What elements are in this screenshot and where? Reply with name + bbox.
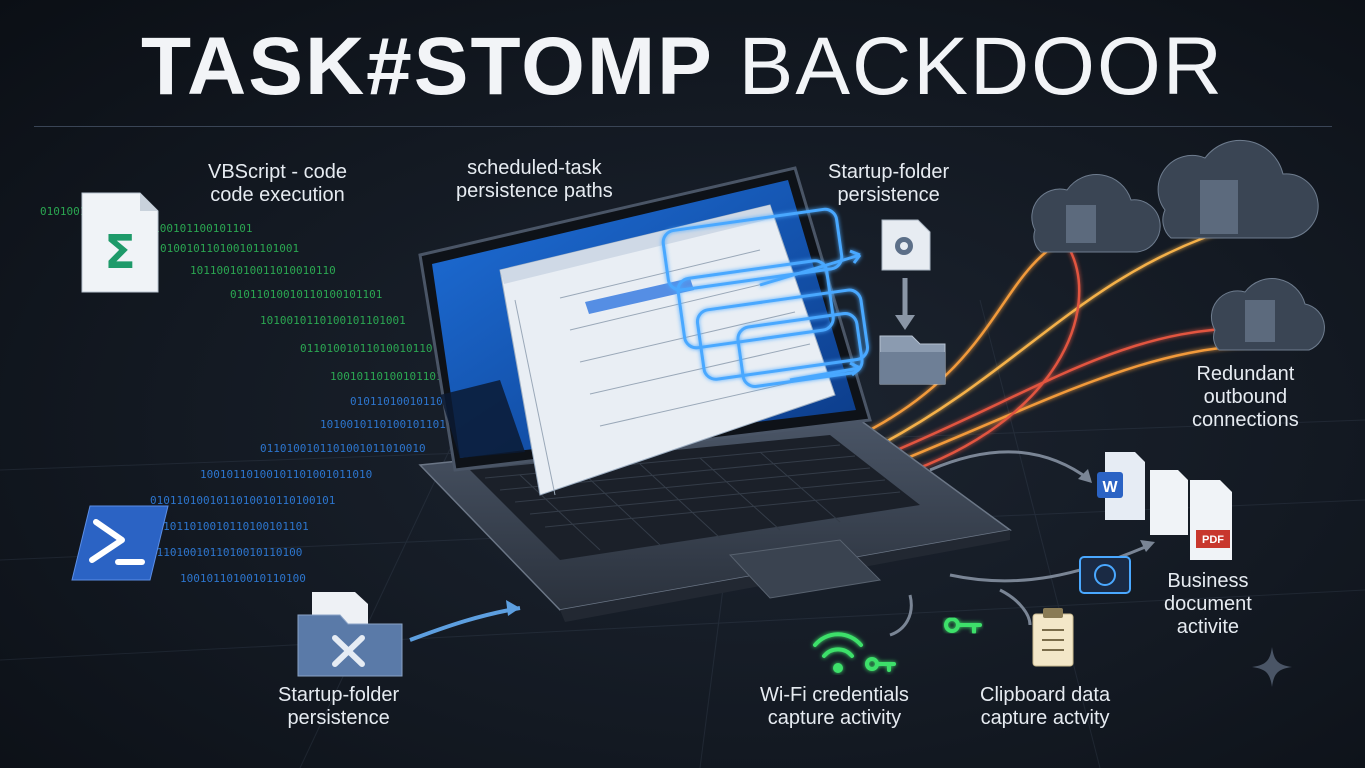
svg-text:01101001011010010110: 01101001011010010110 <box>300 342 432 355</box>
sparkle-icon <box>1252 647 1292 687</box>
binary-stream-blue: 0101101001011010 10100101101001011010 01… <box>130 395 456 585</box>
capture-arrows <box>889 450 1151 637</box>
svg-text:0110100101101001011010010: 0110100101101001011010010 <box>260 442 426 455</box>
label-vbscript: VBScript - code code execution <box>208 161 347 206</box>
label-startup-bottom: Startup-folder persistence <box>278 684 400 729</box>
label-scheduled-task: scheduled-task persistence paths <box>456 157 613 202</box>
svg-text:01101001011010010110100: 01101001011010010110100 <box>150 546 302 559</box>
svg-text:0101101001011010: 0101101001011010 <box>350 395 456 408</box>
binary-stream-green: 0101001101001011 10110100101100101101 01… <box>40 205 449 383</box>
svg-text:0101101001011010010110100101: 0101101001011010010110100101 <box>150 494 335 507</box>
page-title: TASK#STOMP BACKDOOR <box>0 20 1365 114</box>
label-wifi: Wi-Fi credentials capture activity <box>760 684 909 729</box>
gear-file-icon <box>881 219 931 271</box>
svg-text:1011001010011010010110: 1011001010011010010110 <box>190 264 336 277</box>
cloud-server-icon-2 <box>1157 139 1319 239</box>
persistence-loops <box>661 207 869 389</box>
clipboard-icon <box>1032 608 1074 667</box>
clipboard-key-icon <box>944 617 982 634</box>
svg-text:10100101101001011010: 10100101101001011010 <box>320 418 452 431</box>
svg-text:100101101001011010: 100101101001011010 <box>330 370 449 383</box>
svg-text:Σ: Σ <box>104 225 135 279</box>
svg-text:1001011010010110100: 1001011010010110100 <box>180 572 306 585</box>
camera-icon <box>1079 556 1131 594</box>
svg-text:010010110100101101001: 010010110100101101001 <box>160 242 299 255</box>
powershell-icon <box>71 505 169 581</box>
folder-icon <box>879 335 946 385</box>
startup-folder-icon <box>297 592 403 677</box>
svg-text:1010010110100101101001: 1010010110100101101001 <box>260 314 406 327</box>
vbscript-file-icon: Σ <box>81 192 159 293</box>
document-stack-icon: W PDF <box>1097 452 1232 560</box>
label-clipboard: Clipboard data capture actvity <box>980 684 1111 729</box>
cloud-server-icon-1 <box>1031 174 1161 253</box>
pdf-badge: PDF <box>1202 534 1224 546</box>
cloud-server-icon-3 <box>1210 278 1325 351</box>
label-business: Business document activite <box>1164 570 1252 638</box>
label-startup-top: Startup-folder persistence <box>828 161 950 206</box>
svg-text:10010110100101101001011010: 10010110100101101001011010 <box>200 468 372 481</box>
svg-text:101001011010010110100101101: 101001011010010110100101101 <box>130 520 309 533</box>
svg-text:01011010010110100101101: 01011010010110100101101 <box>230 288 382 301</box>
laptop <box>418 166 1012 622</box>
wifi-key-icon <box>813 632 896 673</box>
label-redundant: Redundant outbound connections <box>1192 363 1299 431</box>
word-badge: W <box>1102 479 1118 496</box>
title-divider <box>34 126 1332 127</box>
title-light: BACKDOOR <box>738 21 1224 112</box>
title-bold: TASK#STOMP <box>141 21 714 112</box>
